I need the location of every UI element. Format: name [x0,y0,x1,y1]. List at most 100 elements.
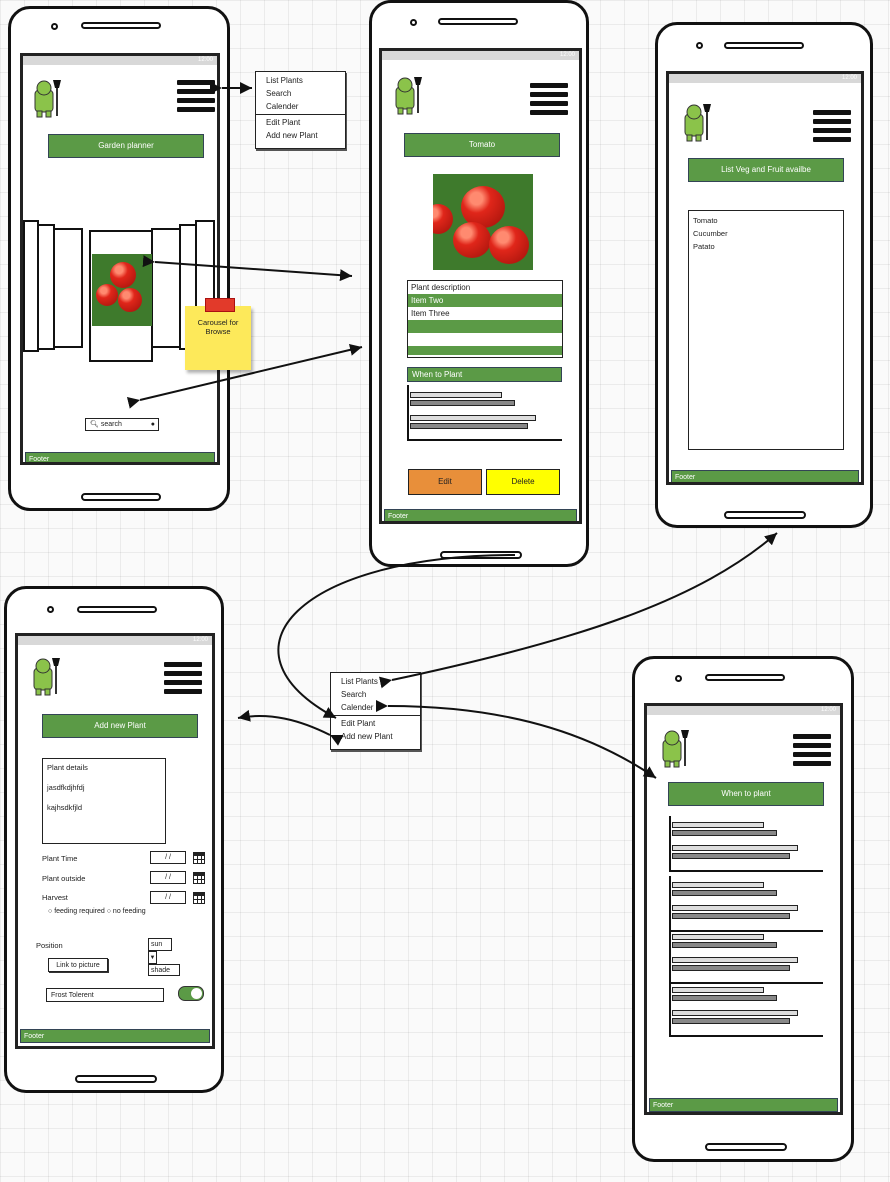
calendar-icon[interactable] [193,892,205,904]
plant-outside-date-input[interactable]: / / [150,871,186,884]
status-bar: 12:00 [18,636,212,645]
planting-bar-chart [669,928,823,984]
menu-item-search[interactable]: Search [266,89,292,98]
microphone-icon: ● [150,421,155,428]
speaker-grille [705,674,785,681]
list-item[interactable]: Patato [693,242,715,251]
phone-add-plant: 12:00 Add new Plant Plant details jasdfk… [4,586,224,1093]
phone-list: 12:00 List Veg and Fruit availbe Tomato … [655,22,873,528]
phone-home: 12:00 Garden planner 🔍 [8,6,230,511]
list-item[interactable]: Item Three [411,309,450,318]
menu-item-add-new-plant[interactable]: Add new Plant [266,131,318,140]
camera-icon [675,675,682,682]
menu-item-calender[interactable]: Calender [266,102,299,111]
plant-time-date-input[interactable]: / / [150,851,186,864]
plant-list-box: Tomato Cucumber Patato [688,210,844,450]
status-bar: 12:00 [647,706,840,715]
plant-details-textarea[interactable]: Plant details jasdfkdjhfdj kajhsdkfjld [42,758,166,844]
home-button[interactable] [75,1075,157,1083]
phone-detail: 12:00 Tomato Plant description Item Two … [369,0,589,567]
pushpin-icon [205,298,235,312]
phone-calendar: 12:00 When to plant [632,656,854,1162]
list-title-bar: List Veg and Fruit availbe [688,158,844,182]
screen-detail: 12:00 Tomato Plant description Item Two … [379,48,582,524]
calendar-icon[interactable] [193,872,205,884]
chevron-down-icon[interactable]: ▼ [148,951,157,964]
delete-button[interactable]: Delete [486,469,560,495]
sticky-note: Carousel for Browse [185,298,251,370]
speaker-grille [77,606,157,613]
position-select[interactable]: sun▼ shade [148,938,180,976]
hamburger-menu-button[interactable] [164,662,202,694]
link-to-picture-button[interactable]: Link to picture [48,958,108,972]
planting-bar-chart [669,816,823,872]
search-icon: 🔍︎ [90,421,99,428]
edit-button[interactable]: Edit [408,469,482,495]
menu-item-search[interactable]: Search [341,690,367,699]
tomato-image [433,174,533,270]
android-gardener-icon [33,658,60,696]
home-button[interactable] [724,511,806,519]
hamburger-menu-button[interactable] [793,734,831,766]
list-item[interactable]: Plant description [411,283,471,292]
hamburger-menu-button[interactable] [813,110,851,142]
detail-title-bar: Tomato [404,133,560,157]
home-title-bar: Garden planner [48,134,204,158]
frost-tolerant-field: Frost Tolerent [46,988,164,1002]
status-bar: 12:00 [382,51,579,60]
camera-icon [47,606,54,613]
menu-item-edit-plant[interactable]: Edit Plant [266,118,301,127]
calendar-title-bar: When to plant [668,782,824,806]
menu-item-list-plants[interactable]: List Plants [341,677,378,686]
screen-home: 12:00 Garden planner 🔍 [20,53,220,465]
when-to-plant-bar: When to Plant [407,367,562,382]
home-button[interactable] [81,493,161,501]
arrow-menu-to-calendar [375,699,657,779]
home-button[interactable] [705,1143,787,1151]
calendar-icon[interactable] [193,852,205,864]
android-gardener-icon [34,80,61,118]
home-button[interactable] [440,551,522,559]
status-bar: 12:00 [669,74,861,83]
screen-list: 12:00 List Veg and Fruit availbe Tomato … [666,71,864,485]
camera-icon [410,19,417,26]
position-label: Position [36,941,63,950]
android-gardener-icon [684,104,711,142]
menu-item-add-new-plant[interactable]: Add new Plant [341,732,393,741]
menu-item-edit-plant[interactable]: Edit Plant [341,719,376,728]
speaker-grille [724,42,804,49]
speaker-grille [438,18,518,25]
hamburger-menu-button[interactable] [177,80,215,112]
search-input[interactable]: 🔍︎ search ● [85,418,159,431]
arrow-menu-to-add [237,709,344,746]
no-feeding-radio[interactable]: ○ [106,908,111,915]
status-bar: 12:00 [23,56,217,65]
list-footer: Footer [671,470,859,482]
android-gardener-icon [662,730,689,768]
list-item[interactable]: Cucumber [693,229,728,238]
shared-nav-menu: List Plants Search Calender Edit Plant A… [330,672,421,750]
menu-item-calender[interactable]: Calender [341,703,374,712]
camera-icon [51,23,58,30]
feeding-required-radio[interactable]: ○ [48,908,53,915]
frost-tolerant-toggle[interactable] [178,986,204,1001]
calendar-footer: Footer [649,1098,838,1112]
plant-carousel[interactable] [23,216,217,366]
hamburger-menu-button[interactable] [530,83,568,115]
list-item[interactable]: Item Two [408,294,562,307]
status-time: 12:00 [197,57,213,63]
plant-info-list: Plant description Item Two Item Three [407,280,563,358]
planting-bar-chart [669,876,823,932]
add-plant-title-bar: Add new Plant [42,714,198,738]
menu-item-list-plants[interactable]: List Plants [266,76,303,85]
home-footer: Footer [25,452,215,462]
planting-bar-chart [407,385,562,441]
harvest-label: Harvest [42,893,68,902]
harvest-date-input[interactable]: / / [150,891,186,904]
screen-add-plant: 12:00 Add new Plant Plant details jasdfk… [15,633,215,1049]
plant-outside-label: Plant outside [42,874,86,883]
add-plant-footer: Footer [20,1029,210,1043]
list-item[interactable]: Tomato [693,216,718,225]
planting-bar-chart [669,981,823,1037]
tomato-image [92,254,152,326]
